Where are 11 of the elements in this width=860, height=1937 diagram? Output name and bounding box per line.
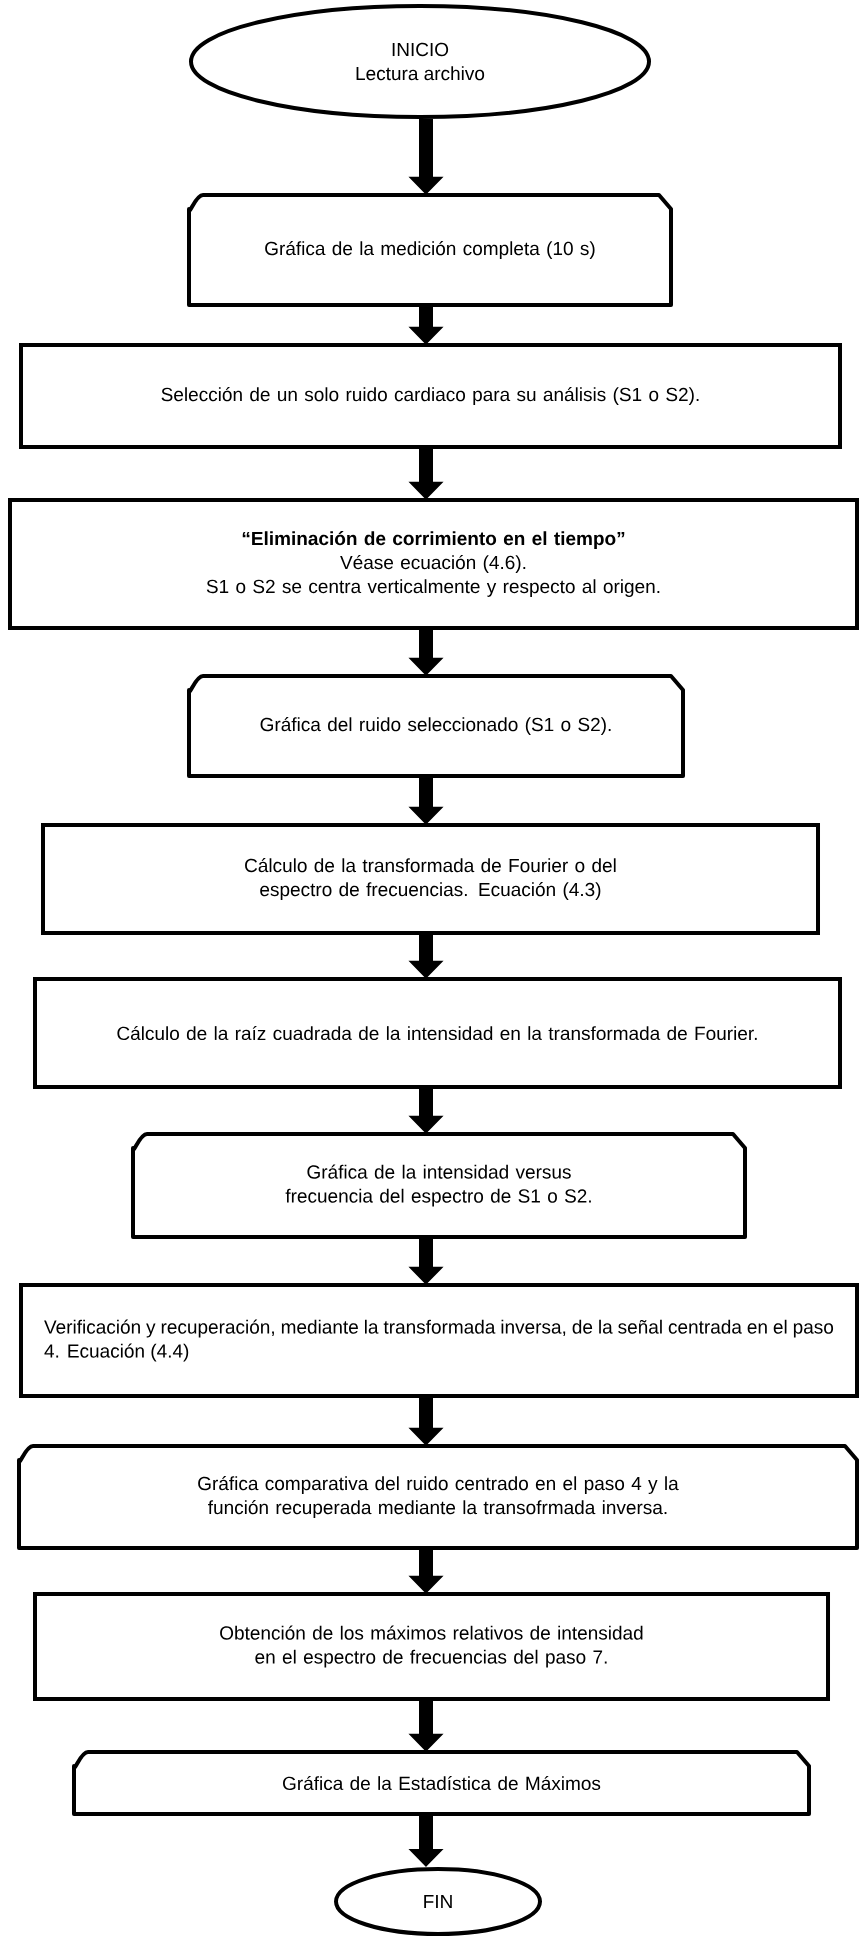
display-box: Gráfica de la medición completa (10 s)	[187, 193, 673, 307]
process-box: Verificación y recuperación, mediante la transformada inversa, de la señal centrada en el paso 4. Ecuación (4.4)	[19, 1283, 859, 1398]
process-box: “Eliminación de corrimiento en el tiempo” Véase ecuación (4.6). S1 o S2 se centra verticalmente y respecto al origen.	[8, 498, 859, 630]
display-box: Gráfica del ruido seleccionado (S1 o S2).	[187, 674, 685, 778]
display-box: Gráfica de la Estadística de Máximos	[72, 1750, 811, 1816]
process-box: Cálculo de la transformada de Fourier o del espectro de frecuencias. Ecuación (4.3)	[41, 823, 820, 935]
display-box: Gráfica comparativa del ruido centrado en el paso 4 y la función recuperada mediante la transofrmada inversa.	[17, 1444, 859, 1550]
process-box: Selección de un solo ruido cardiaco para su análisis (S1 o S2).	[19, 343, 842, 449]
process-box: Obtención de los máximos relativos de intensidad en el espectro de frecuencias del paso 7.	[33, 1592, 830, 1701]
process-box: Cálculo de la raíz cuadrada de la intensidad en la transformada de Fourier.	[33, 977, 842, 1089]
display-box: Gráfica de la intensidad versus frecuencia del espectro de S1 o S2.	[131, 1132, 747, 1239]
